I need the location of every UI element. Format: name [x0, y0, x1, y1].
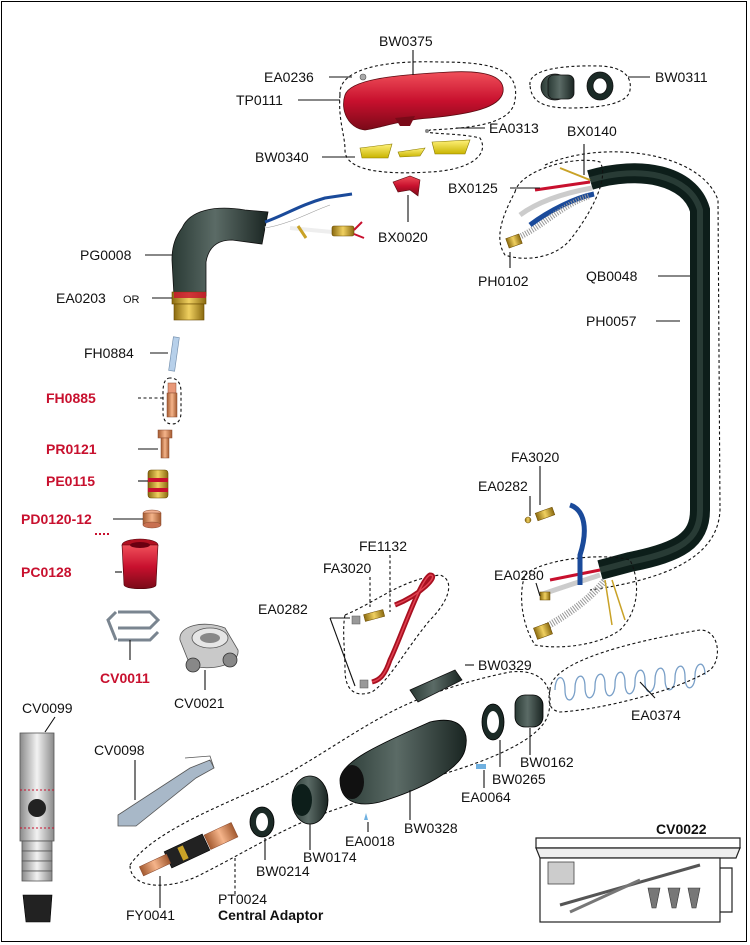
label-bx0125: BX0125	[448, 180, 498, 196]
bw0328-part	[339, 720, 467, 805]
label-ea0064: EA0064	[461, 789, 511, 805]
label-ph0102: PH0102	[478, 273, 529, 289]
trigger-group-outline	[339, 61, 517, 174]
handle-group-outline	[129, 671, 551, 886]
label-cv0022: CV0022	[656, 821, 707, 837]
label-pe0115: PE0115	[46, 473, 95, 489]
bottom-leads-outline	[521, 556, 638, 648]
label-pc0128: PC0128	[21, 564, 72, 580]
callout-labels: BW0375 EA0236 TP0111 BW0311 EA0313 BX014…	[21, 33, 708, 923]
pd0120-part	[142, 509, 162, 529]
label-ea0313: EA0313	[489, 120, 539, 136]
bw0329-part	[409, 669, 463, 703]
label-bw0214: BW0214	[256, 863, 310, 879]
pc0128-part	[121, 538, 159, 590]
head-leads-part	[264, 192, 365, 239]
label-fh0884: FH0884	[84, 345, 134, 361]
fh0885-outline	[162, 377, 182, 425]
label-pt0024: PT0024	[218, 891, 267, 907]
label-pg0008: PG0008	[80, 247, 132, 263]
label-tp0111: TP0111	[236, 92, 283, 108]
label-fa3020-upper: FA3020	[511, 449, 559, 465]
label-ea0280: EA0280	[494, 567, 544, 583]
label-ea0282-upper: EA0282	[478, 478, 528, 494]
label-bw0329: BW0329	[478, 657, 532, 673]
label-cv0021: CV0021	[174, 695, 225, 711]
label-bw0174: BW0174	[303, 849, 357, 865]
label-central-adaptor: Central Adaptor	[218, 907, 324, 923]
bw0174-part	[291, 775, 329, 825]
label-bw0340: BW0340	[255, 149, 309, 165]
spring-outline	[548, 629, 718, 713]
label-pd0120-12: PD0120-12	[21, 511, 92, 527]
label-pr0121: PR0121	[46, 441, 97, 457]
ea0280-part	[539, 591, 551, 601]
cv0011-part	[106, 610, 161, 642]
screw-part	[359, 73, 367, 81]
top-leads-part	[505, 167, 595, 249]
bw0162-part	[514, 694, 544, 728]
label-or: OR	[123, 294, 140, 306]
fe1132-part	[351, 572, 435, 689]
label-bw0375: BW0375	[379, 33, 433, 49]
pr0121-part	[157, 429, 173, 459]
cv0021-part	[179, 623, 239, 673]
label-bw0265: BW0265	[492, 771, 546, 787]
hose-outline	[544, 151, 721, 591]
label-ea0236: EA0236	[264, 69, 314, 85]
small-pin-part	[425, 129, 429, 133]
label-ea0018: EA0018	[345, 833, 395, 849]
label-ea0282-lower: EA0282	[258, 601, 308, 617]
label-ea0203: EA0203	[56, 290, 106, 306]
ea0018-part	[364, 813, 368, 820]
cv0022-part	[535, 837, 741, 923]
label-cv0098: CV0098	[94, 742, 145, 758]
central-adaptor-part	[138, 822, 239, 877]
main-hose-part	[587, 163, 710, 580]
label-bw0162: BW0162	[520, 754, 574, 770]
fh0885-part	[166, 382, 178, 418]
label-bw0311: BW0311	[655, 69, 708, 85]
top-leads-outline	[499, 159, 604, 259]
label-bw0328: BW0328	[404, 820, 458, 836]
trigger-handle-part	[343, 71, 504, 131]
dark-bushings-part	[540, 71, 614, 101]
label-ph0057: PH0057	[586, 313, 637, 329]
bw0214-part	[249, 806, 275, 838]
label-bx0140: BX0140	[567, 123, 617, 139]
label-fh0885: FH0885	[46, 390, 96, 406]
label-ea0374: EA0374	[631, 707, 681, 723]
label-cv0099: CV0099	[22, 700, 73, 716]
ea0064-part	[476, 764, 486, 769]
red-clip-part	[392, 175, 421, 197]
bushing-group-outline	[529, 65, 631, 109]
gas-diffuser-rod-part	[168, 336, 180, 372]
gas-hose-outline	[343, 574, 450, 695]
cv0098-part	[117, 759, 215, 827]
pe0115-part	[147, 469, 169, 499]
label-qb0048: QB0048	[586, 268, 638, 284]
label-fa3020-lower: FA3020	[323, 560, 371, 576]
torch-head-body	[171, 207, 269, 321]
label-fe1132: FE1132	[359, 538, 407, 554]
label-fy0041: FY0041	[126, 907, 175, 923]
yellow-contacts-part	[359, 139, 471, 159]
label-cv0011: CV0011	[100, 670, 150, 686]
label-bx0020: BX0020	[378, 229, 428, 245]
bw0265-part	[481, 703, 505, 741]
fa3020-upper-part	[524, 506, 556, 524]
leader-lines	[44, 50, 690, 908]
ea0374-part	[554, 663, 706, 701]
cv0099-part	[19, 732, 55, 923]
